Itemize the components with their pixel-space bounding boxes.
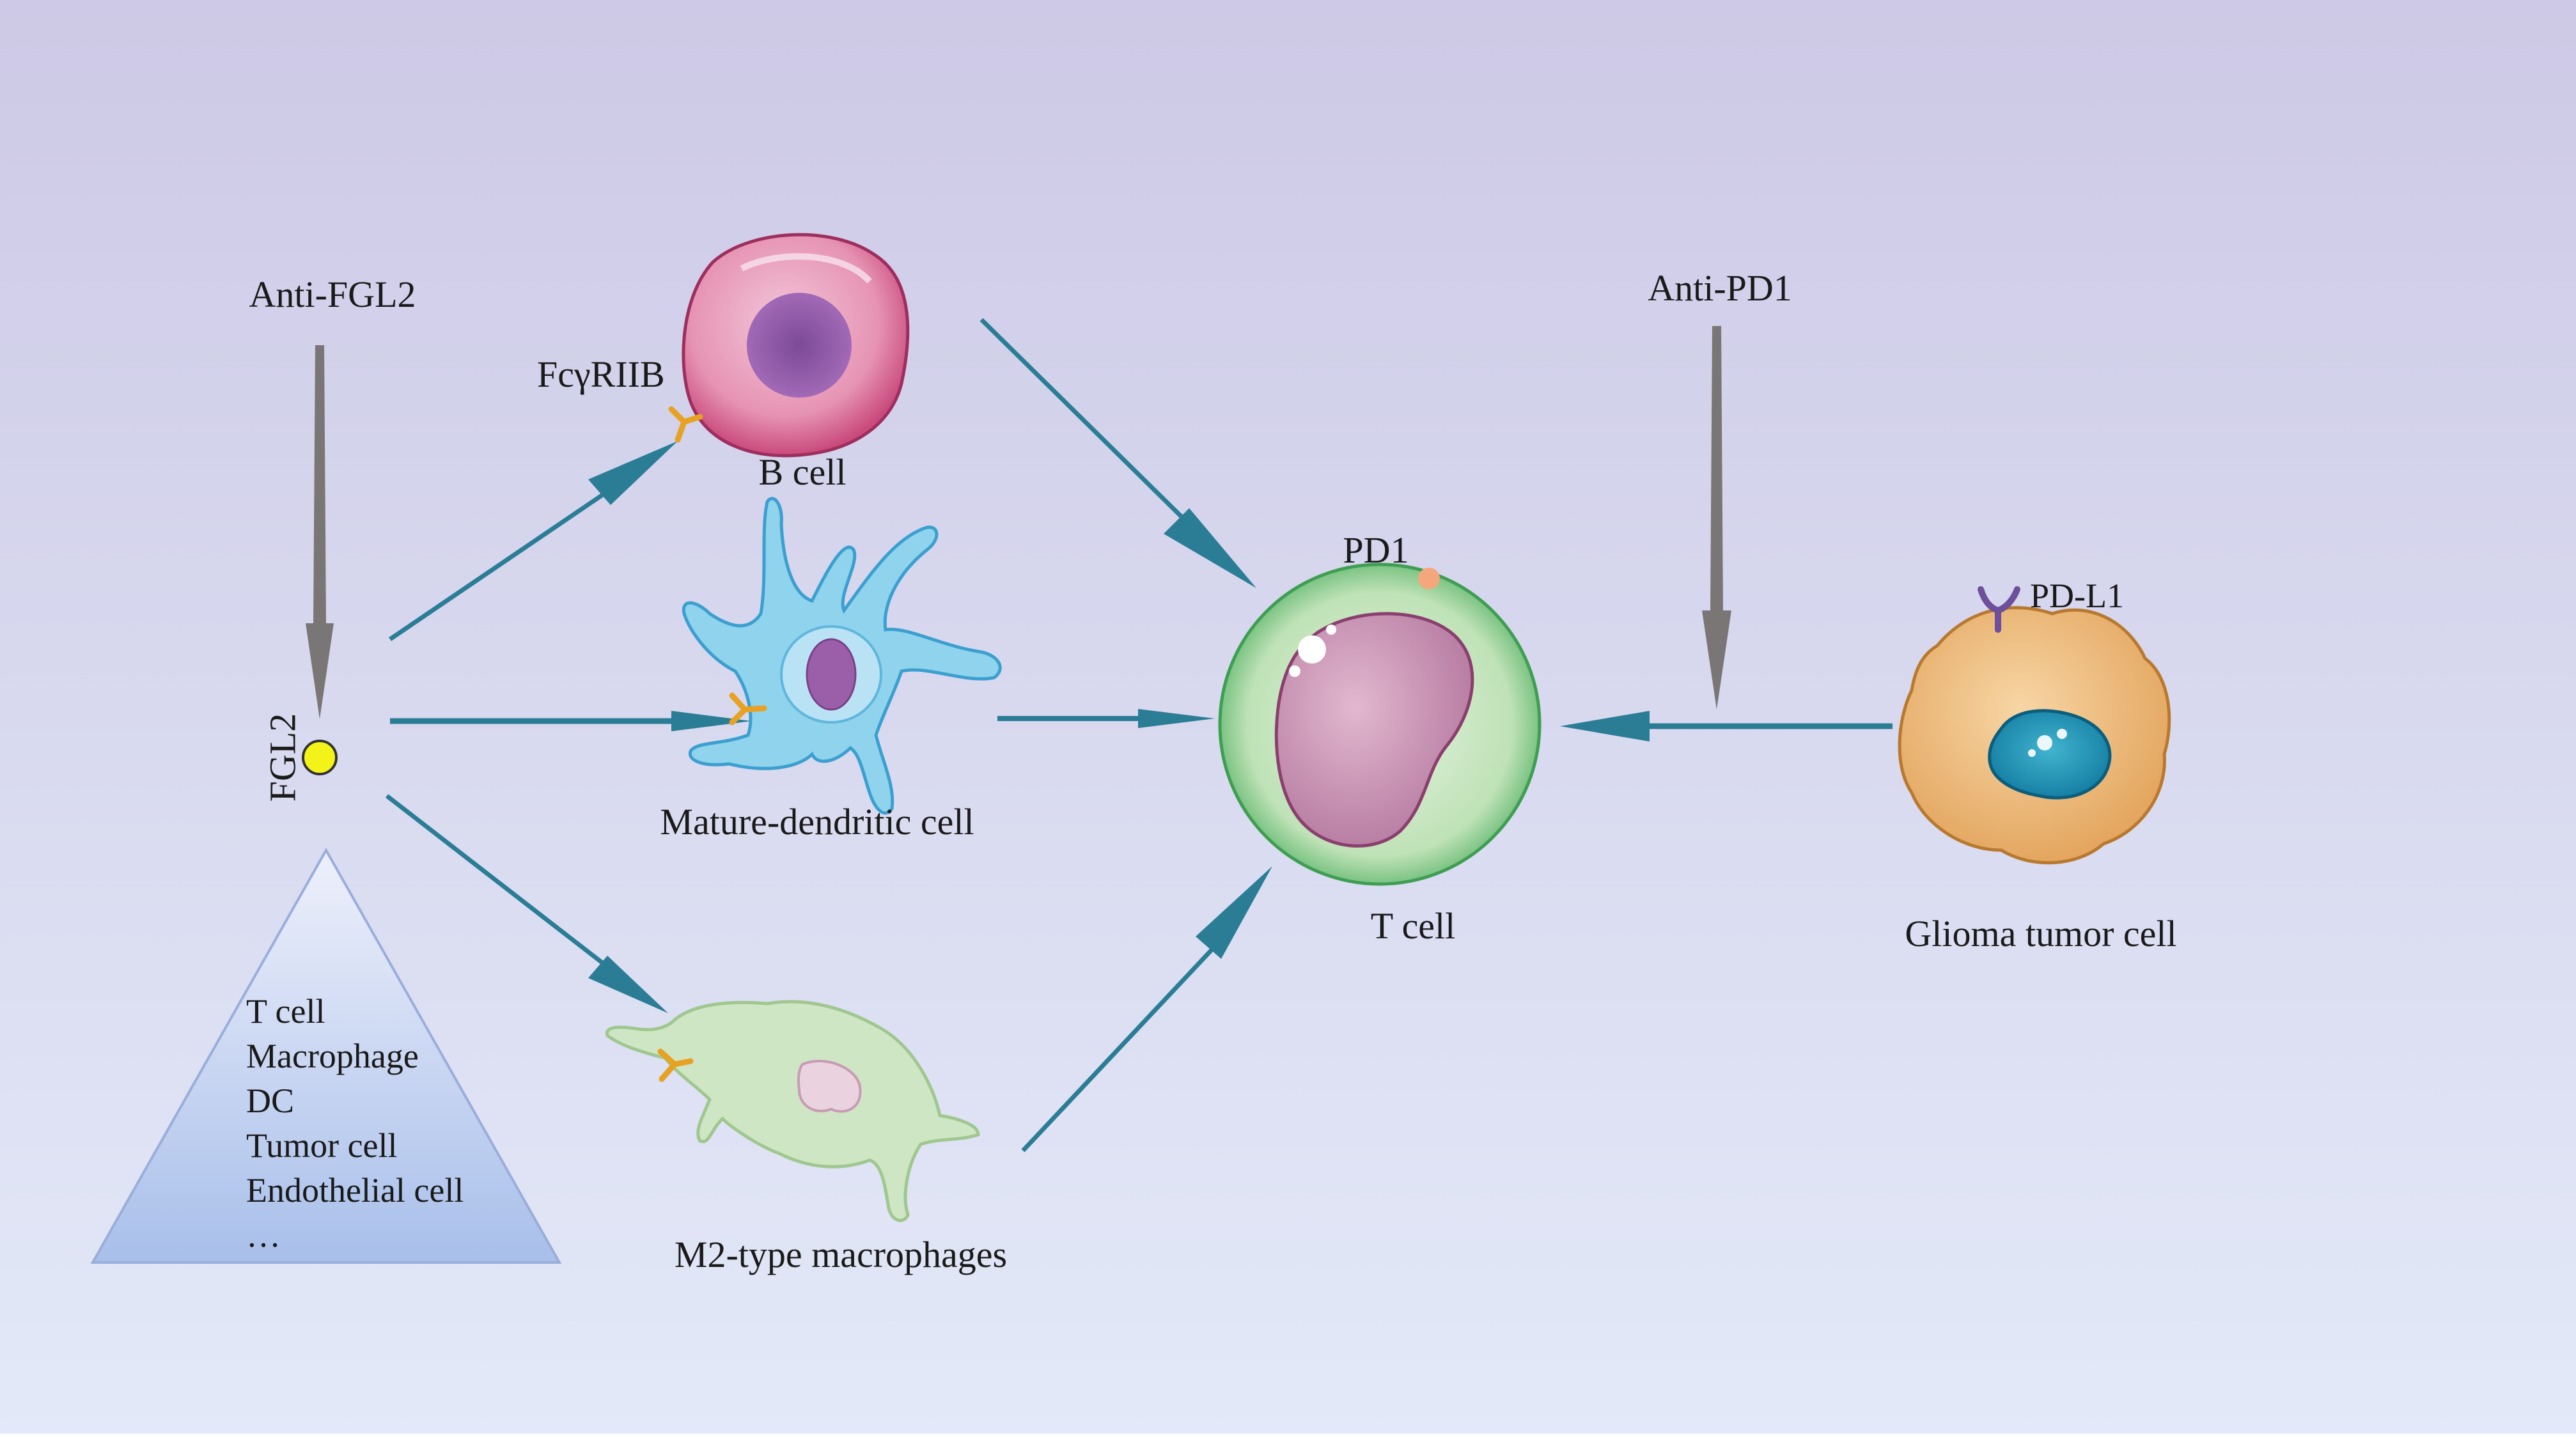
glioma-vesicle bbox=[2057, 729, 2067, 739]
pdl1-receptor-icon bbox=[1978, 586, 2020, 633]
t-cell-vesicle bbox=[1289, 665, 1300, 677]
glioma-cell-nucleus bbox=[1988, 709, 2112, 800]
fgl2-to-bcell-arrow bbox=[389, 441, 678, 641]
macrophage-nucleus bbox=[797, 1059, 862, 1113]
source-item: T cell bbox=[246, 992, 325, 1030]
arrows bbox=[306, 318, 1893, 1153]
source-item: Endothelial cell bbox=[246, 1171, 464, 1209]
t-cell bbox=[1218, 563, 1542, 886]
anti-pd1-inhibition-arrow bbox=[1702, 326, 1731, 710]
fcgriib-label: FcγRIIB bbox=[537, 353, 665, 395]
dendritic-cell-label: Mature-dendritic cell bbox=[660, 801, 974, 843]
fgl2-to-dendritic-arrow bbox=[390, 711, 751, 731]
macrophage-label: M2-type macrophages bbox=[675, 1234, 1007, 1275]
glioma-vesicle bbox=[2028, 749, 2036, 757]
dendritic-cell bbox=[682, 497, 1002, 815]
glioma-to-tcell-arrow bbox=[1560, 711, 1893, 742]
source-item: DC bbox=[246, 1082, 294, 1120]
fgl2-label: FGL2 bbox=[262, 713, 303, 802]
pd1-label: PD1 bbox=[1343, 529, 1409, 571]
pdl1-label: PD-L1 bbox=[2030, 577, 2124, 615]
dendritic-to-tcell-arrow bbox=[997, 709, 1215, 728]
source-item: Tumor cell bbox=[246, 1126, 398, 1165]
anti-pd1-label: Anti-PD1 bbox=[1648, 267, 1792, 309]
dendritic-receptor-icon bbox=[729, 692, 767, 726]
pyramid-shape bbox=[90, 847, 562, 1264]
macrophage-receptor-icon bbox=[657, 1048, 694, 1082]
b-cell-nucleus bbox=[747, 293, 852, 398]
anti-fgl2-inhibition-arrow bbox=[306, 345, 334, 719]
b-cell-label: B cell bbox=[759, 451, 847, 493]
macrophage-to-tcell-arrow bbox=[1021, 866, 1272, 1153]
fgl2-sources-pyramid: T cell Macrophage DC Tumor cell Endothel… bbox=[90, 847, 562, 1264]
bcell-to-tcell-arrow bbox=[980, 318, 1256, 588]
glioma-cell bbox=[1898, 586, 2171, 865]
source-item: Macrophage bbox=[246, 1037, 419, 1075]
fgl2-dot bbox=[302, 740, 338, 775]
dendritic-cell-nucleus bbox=[806, 638, 857, 711]
anti-fgl2-label: Anti-FGL2 bbox=[249, 274, 416, 315]
glioma-vesicle bbox=[2037, 735, 2052, 750]
b-cell bbox=[668, 233, 910, 458]
t-cell-vesicle bbox=[1298, 635, 1326, 664]
source-item: … bbox=[246, 1216, 281, 1254]
m2-macrophage bbox=[605, 1000, 980, 1222]
fgl2-to-macrophage-arrow bbox=[385, 794, 668, 1013]
glioma-cell-label: Glioma tumor cell bbox=[1905, 913, 2176, 954]
pd1-receptor-dot bbox=[1418, 568, 1440, 589]
t-cell-vesicle bbox=[1326, 625, 1336, 635]
t-cell-label: T cell bbox=[1371, 905, 1456, 947]
t-cell-nucleus bbox=[1274, 612, 1474, 848]
fcgriib-receptor-icon bbox=[668, 406, 703, 443]
b-cell-highlight bbox=[740, 253, 872, 284]
